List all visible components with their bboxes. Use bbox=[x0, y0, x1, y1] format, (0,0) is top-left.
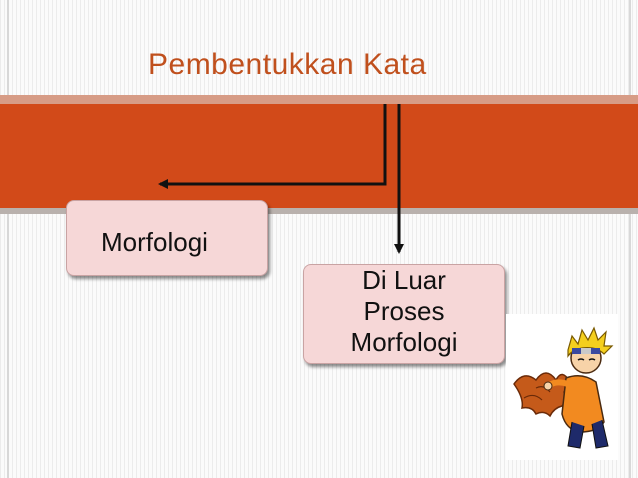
band-top-edge bbox=[0, 95, 638, 105]
node-morfologi-label: Morfologi bbox=[101, 227, 208, 257]
node-morfologi: Morfologi bbox=[66, 200, 268, 276]
node-di-luar-proses-morfologi: Di Luar Proses Morfologi bbox=[303, 264, 505, 364]
orange-header-band bbox=[0, 104, 638, 214]
slide-title: Pembentukkan Kata bbox=[148, 48, 427, 81]
fox-tails-shape bbox=[513, 372, 571, 418]
left-border-line bbox=[7, 0, 9, 478]
naruto-character-illustration bbox=[506, 314, 618, 460]
node-di-luar-line-2: Proses bbox=[363, 296, 445, 326]
node-di-luar-line-3: Morfologi bbox=[350, 327, 458, 357]
node-di-luar-line-1: Di Luar bbox=[362, 265, 446, 295]
right-border-line bbox=[629, 0, 631, 478]
arrow-to-morfologi bbox=[158, 104, 387, 189]
